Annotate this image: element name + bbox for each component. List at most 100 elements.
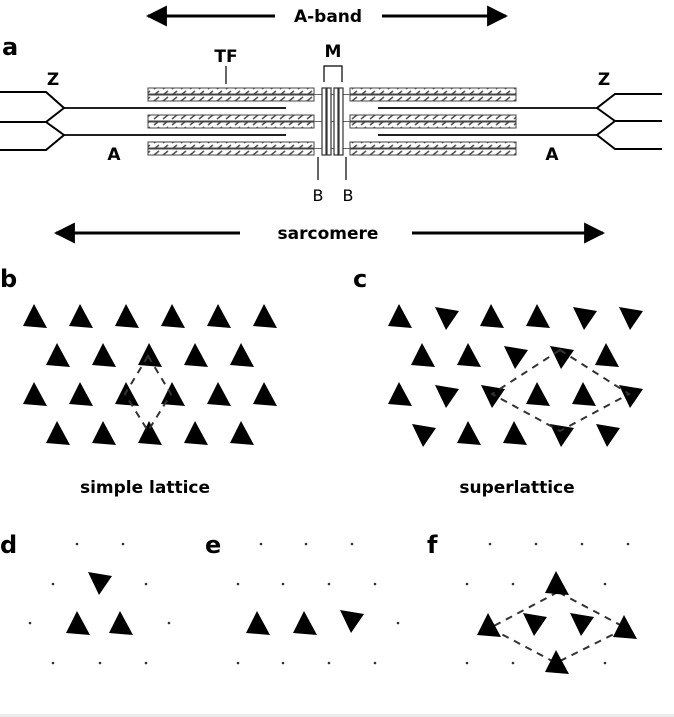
lattice-point [51, 582, 55, 586]
lattice-point [144, 582, 148, 586]
unit-cell-b [123, 354, 173, 433]
panel-f: f [427, 531, 637, 674]
z-disc-right [595, 93, 662, 150]
caption-b: simple lattice [80, 478, 210, 498]
filament-up [545, 571, 569, 595]
filament-up [138, 421, 162, 445]
filament-up [230, 343, 254, 367]
lattice-point [603, 661, 607, 665]
filament-up [293, 611, 317, 635]
lattice-point [51, 661, 55, 665]
lattice-point [28, 621, 32, 625]
filament-up [46, 421, 70, 445]
filaments-f [477, 571, 637, 674]
m-bracket [323, 65, 343, 82]
filament-up [545, 650, 569, 674]
a-band-label: A-band [294, 7, 362, 27]
filament-down [619, 307, 643, 330]
b-label-right: B [343, 186, 354, 205]
filament-up [253, 304, 277, 328]
filament-down [435, 307, 459, 330]
unit-cell-c [490, 348, 631, 433]
lattice-point [511, 582, 515, 586]
filament-up [161, 304, 185, 328]
panel-a: a A-band TF M Z Z A A [0, 5, 662, 244]
filament-up [230, 421, 254, 445]
bottom-edge [0, 714, 674, 717]
filament-up [457, 421, 481, 445]
filament-down [340, 610, 364, 633]
filament-up [572, 382, 596, 406]
b-label-left: B [313, 186, 324, 205]
thick-filament-cores [314, 94, 350, 149]
z-label-left: Z [47, 70, 59, 90]
lattice-point [603, 582, 607, 586]
lattice-point [327, 582, 331, 586]
filament-down [573, 307, 597, 330]
lattice-point [373, 661, 377, 665]
m-band [321, 87, 344, 156]
filament-down [412, 424, 436, 447]
filament-up [613, 615, 637, 639]
lattice-point [281, 582, 285, 586]
panel-letter-f: f [427, 531, 438, 559]
lattice-point [534, 542, 538, 546]
lattice-point [373, 582, 377, 586]
filament-up [69, 304, 93, 328]
panel-letter-d: d [0, 531, 17, 559]
filament-up [115, 304, 139, 328]
filament-up [23, 304, 47, 328]
lattice-point [511, 661, 515, 665]
actin-label-right: A [545, 145, 559, 165]
z-label-right: Z [598, 70, 610, 90]
lattice-dots-d [28, 542, 171, 665]
filament-up [46, 343, 70, 367]
panel-e: e [205, 531, 400, 665]
filament-down [523, 613, 547, 636]
filament-down [570, 613, 594, 636]
panel-letter-e: e [205, 531, 221, 559]
filament-down [596, 424, 620, 447]
lattice-point [259, 542, 263, 546]
filaments-d [66, 572, 133, 635]
panel-b: b simple lattice [0, 265, 277, 498]
sarcomere-label: sarcomere [278, 224, 379, 244]
lattice-point [75, 542, 79, 546]
filament-up [388, 304, 412, 328]
lattice-point [144, 661, 148, 665]
lattice-point [488, 542, 492, 546]
caption-c: superlattice [459, 478, 574, 498]
filament-up [595, 343, 619, 367]
filament-up [246, 611, 270, 635]
thick-filaments [147, 87, 517, 156]
filament-up [115, 382, 139, 406]
panel-letter-a: a [2, 33, 18, 61]
filament-up [109, 611, 133, 635]
panel-d: d [0, 531, 171, 665]
lattice-dots-f [465, 542, 630, 665]
filament-up [92, 421, 116, 445]
panel-letter-c: c [353, 265, 367, 293]
filament-up [138, 343, 162, 367]
filament-down [88, 572, 112, 595]
lattice-point [236, 582, 240, 586]
z-disc-left [0, 91, 66, 151]
filament-down [481, 385, 505, 408]
lattice-c [388, 304, 643, 447]
filament-up [207, 382, 231, 406]
filament-up [207, 304, 231, 328]
unit-cell-f [487, 590, 629, 665]
filament-up [161, 382, 185, 406]
filament-down [550, 424, 574, 447]
filament-down [619, 385, 643, 408]
filament-down [504, 346, 528, 369]
lattice-point [465, 582, 469, 586]
filament-up [253, 382, 277, 406]
panel-letter-b: b [0, 265, 17, 293]
filament-up [480, 304, 504, 328]
filament-down [435, 385, 459, 408]
thin-filaments-right [378, 107, 597, 136]
filament-up [66, 611, 90, 635]
filament-up [184, 343, 208, 367]
